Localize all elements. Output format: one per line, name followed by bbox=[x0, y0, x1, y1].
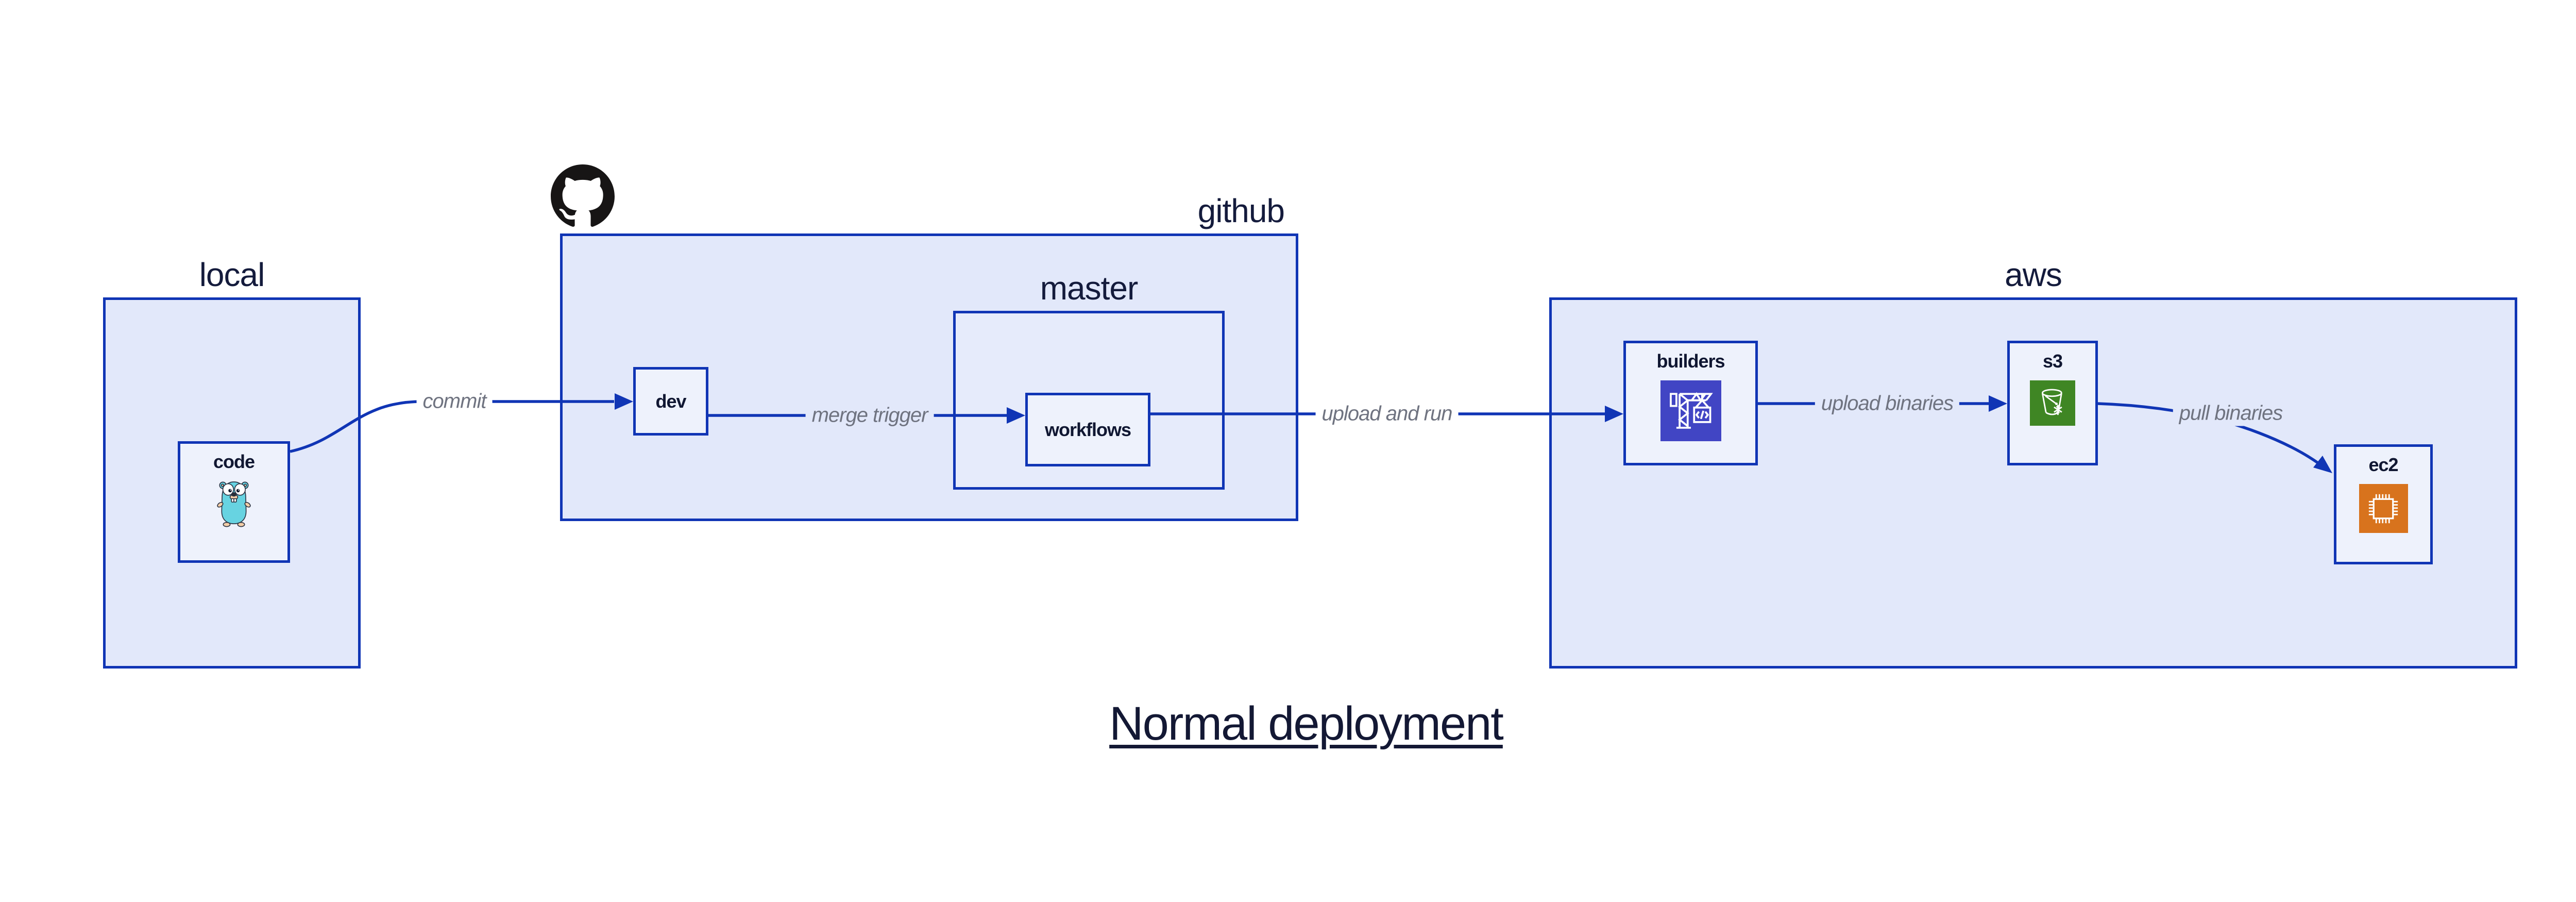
edge-label-upload-and-run: upload and run bbox=[1315, 401, 1459, 427]
node-code: code bbox=[178, 441, 290, 563]
edge-label-pull-binaries: pull binaries bbox=[2173, 400, 2289, 426]
node-s3: s3 bbox=[2007, 341, 2098, 465]
edge-label-commit: commit bbox=[416, 389, 493, 414]
edge-label-merge-trigger: merge trigger bbox=[805, 403, 934, 428]
diagram-title: Normal deployment bbox=[1109, 697, 1504, 750]
edge-label-upload-binaries: upload binaries bbox=[1815, 391, 1960, 416]
container-github-label: github bbox=[1197, 192, 1285, 229]
container-master-label: master bbox=[1040, 270, 1139, 307]
github-octocat-icon bbox=[551, 164, 615, 231]
node-workflows: workflows bbox=[1025, 393, 1150, 466]
node-ec2-label: ec2 bbox=[2368, 454, 2398, 475]
ec2-chip-icon bbox=[2359, 484, 2408, 533]
node-dev-label: dev bbox=[655, 390, 686, 412]
container-local-label: local bbox=[199, 256, 265, 293]
s3-glacier-bucket-icon bbox=[2030, 380, 2075, 426]
node-workflows-label: workflows bbox=[1044, 419, 1131, 440]
node-dev: dev bbox=[633, 367, 708, 436]
node-s3-label: s3 bbox=[2042, 350, 2063, 372]
container-aws-label: aws bbox=[2005, 256, 2062, 293]
node-code-label: code bbox=[213, 451, 255, 472]
node-ec2: ec2 bbox=[2334, 444, 2433, 564]
node-builders-label: builders bbox=[1656, 350, 1725, 372]
node-builders: builders bbox=[1623, 341, 1758, 465]
go-gopher-icon bbox=[214, 479, 253, 531]
codebuild-crane-icon bbox=[1660, 380, 1721, 441]
